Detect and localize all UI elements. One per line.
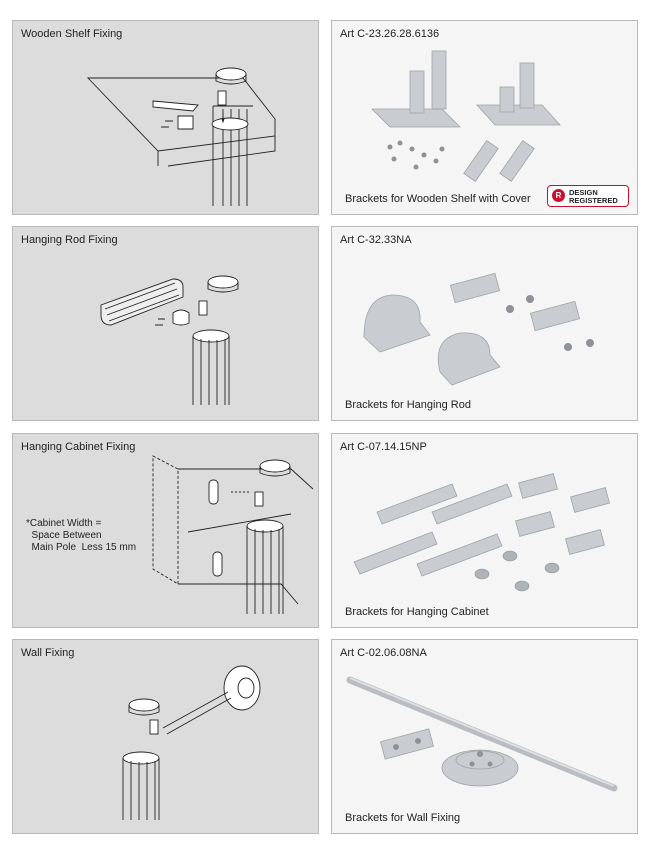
badge-line-2: REGISTERED xyxy=(569,196,618,205)
diagram-title: Hanging Rod Fixing xyxy=(21,234,118,246)
wooden-shelf-diagram xyxy=(86,67,276,206)
photo-caption: Brackets for Hanging Cabinet xyxy=(345,606,489,618)
diagram-title: Wooden Shelf Fixing xyxy=(21,28,123,40)
art-number: Art C-02.06.08NA xyxy=(340,647,427,659)
art-number: Art C-07.14.15NP xyxy=(340,441,427,453)
rod-brackets-photo xyxy=(363,272,594,386)
wall-fixing-diagram xyxy=(122,665,261,820)
wall-fixing-diagram-panel: Wall Fixing xyxy=(12,639,319,834)
hanging-cabinet-diagram-panel: Hanging Cabinet Fixing *Cabinet Width = … xyxy=(12,433,319,628)
wall-fixing-photo-panel: Art C-02.06.08NA Brackets for Wall Fixin… xyxy=(331,639,638,834)
hanging-cabinet-photo-panel: Art C-07.14.15NP Brackets for Hanging Ca… xyxy=(331,433,638,628)
art-number: Art C-32.33NA xyxy=(340,234,412,246)
diagram-title: Wall Fixing xyxy=(21,647,75,659)
shelf-brackets-photo xyxy=(371,50,561,182)
hanging-cabinet-diagram xyxy=(152,455,314,614)
photo-caption: Brackets for Wall Fixing xyxy=(345,812,461,824)
design-registered-badge: R DESIGN REGISTERED xyxy=(547,185,629,207)
hanging-rod-diagram xyxy=(100,275,239,405)
hanging-rod-diagram-panel: Hanging Rod Fixing xyxy=(12,226,319,421)
wall-fixing-photo xyxy=(346,676,618,792)
art-number: Art C-23.26.28.6136 xyxy=(340,28,440,40)
cabinet-brackets-photo xyxy=(353,473,610,592)
photo-caption: Brackets for Hanging Rod xyxy=(345,399,471,411)
badge-line-1: DESIGN xyxy=(569,188,598,197)
hanging-rod-photo-panel: Art C-32.33NA Brackets for Hanging Rod xyxy=(331,226,638,421)
wooden-shelf-diagram-panel: Wooden Shelf Fixing xyxy=(12,20,319,215)
wooden-shelf-photo-panel: Art C-23.26.28.6136 Brackets for Wooden … xyxy=(331,20,638,215)
diagram-title: Hanging Cabinet Fixing xyxy=(21,441,136,453)
registered-icon: R xyxy=(552,189,565,202)
cabinet-width-note: *Cabinet Width = Space Between Main Pole… xyxy=(26,518,137,553)
photo-caption: Brackets for Wooden Shelf with Cover xyxy=(345,193,531,205)
